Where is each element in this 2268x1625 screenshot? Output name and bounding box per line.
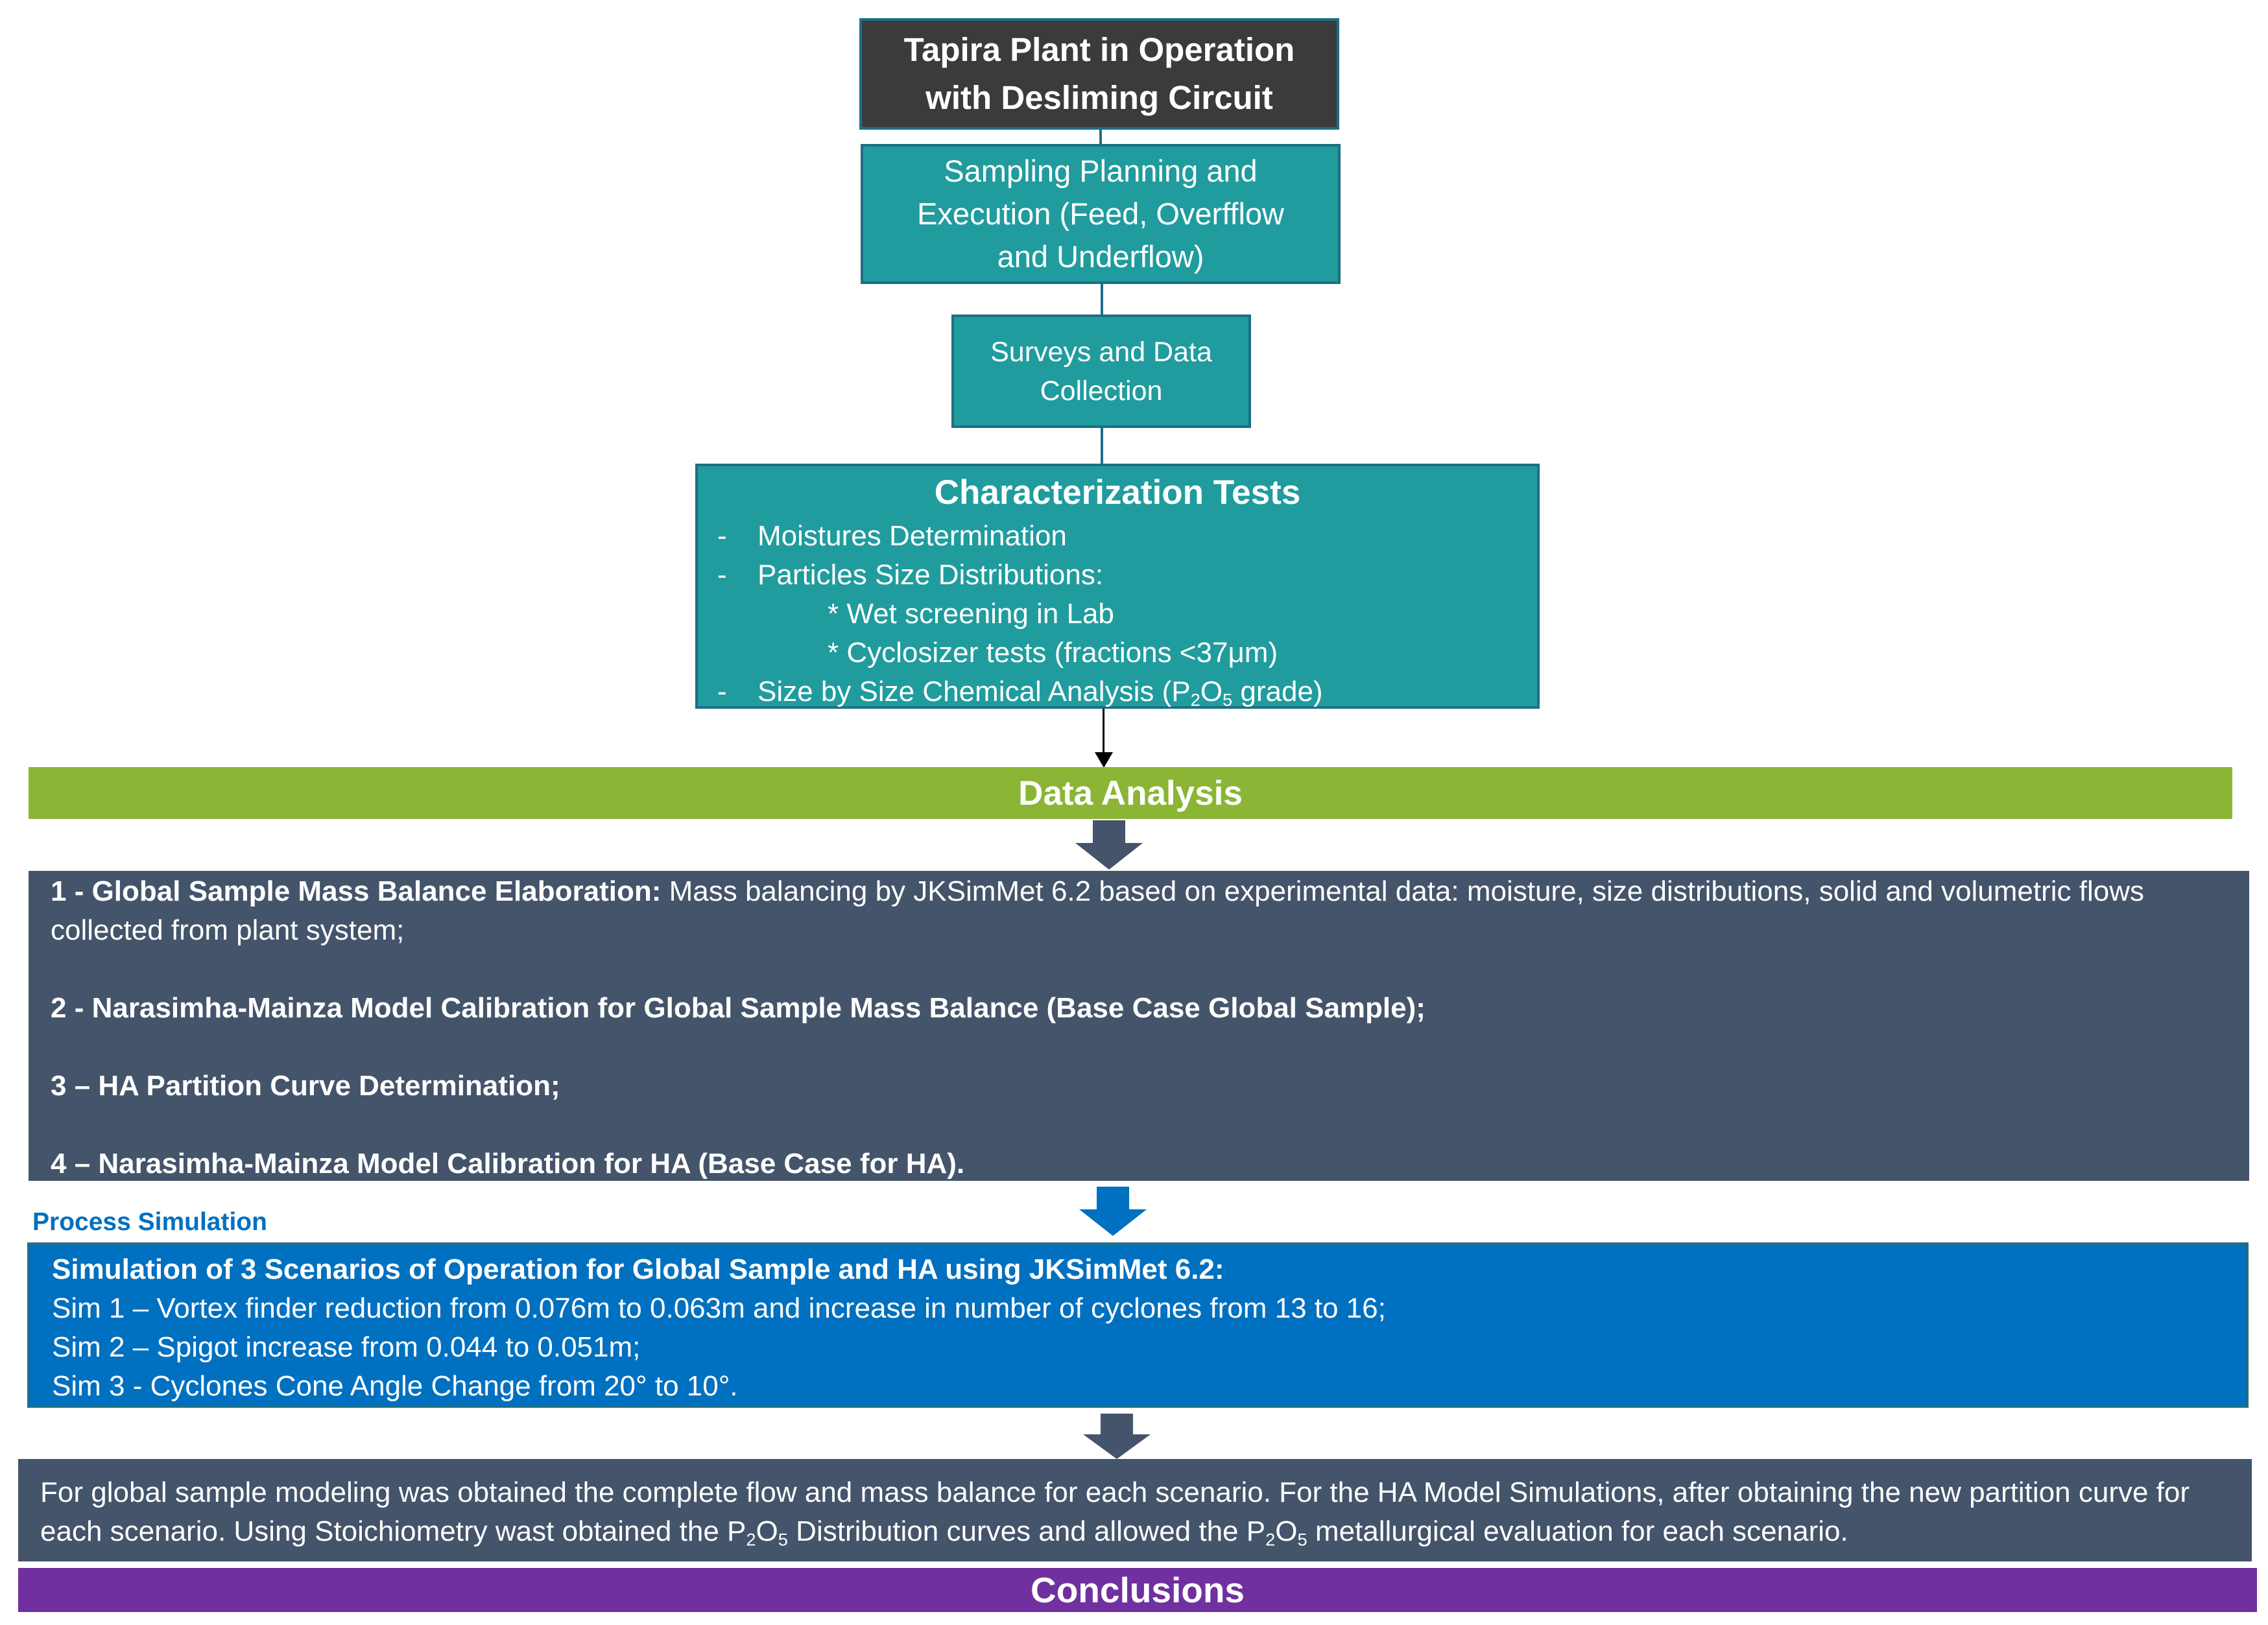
header-line-2: with Desliming Circuit: [925, 79, 1273, 116]
connector-surveys-characterization: [1101, 428, 1103, 464]
connector-sampling-surveys: [1101, 284, 1103, 314]
arrow-shaft: [1103, 709, 1104, 761]
analysis-step-3: 3 – HA Partition Curve Determination;: [51, 1070, 560, 1102]
data-analysis-bar: Data Analysis: [29, 767, 2232, 819]
characterization-title: Characterization Tests: [934, 473, 1301, 512]
sampling-line-1: Sampling Planning and: [944, 154, 1258, 188]
surveys-line-1: Surveys and Data: [990, 336, 1212, 368]
simulation-sim-3: Sim 3 - Cyclones Cone Angle Change from …: [52, 1370, 738, 1402]
analysis-step-1: 1 - Global Sample Mass Balance Elaborati…: [51, 875, 2145, 946]
down-arrow-icon: [1083, 1414, 1151, 1459]
characterization-box: Characterization Tests - Moistures Deter…: [695, 464, 1540, 709]
bullet-dash: -: [717, 676, 727, 707]
header-line-1: Tapira Plant in Operation: [903, 31, 1295, 68]
conclusions-bar: Conclusions: [18, 1568, 2257, 1612]
down-arrow-icon: [1075, 820, 1143, 870]
results-text: For global sample modeling was obtained …: [40, 1477, 2190, 1550]
connector-header-sampling: [1099, 130, 1102, 144]
bullet-dash: -: [717, 520, 727, 552]
simulation-title: Simulation of 3 Scenarios of Operation f…: [52, 1253, 1224, 1285]
sampling-box: Sampling Planning and Execution (Feed, O…: [861, 144, 1341, 284]
results-box: For global sample modeling was obtained …: [18, 1459, 2252, 1561]
characterization-sub-cyclosizer: * Cyclosizer tests (fractions <37μm): [828, 634, 1278, 672]
surveys-box: Surveys and Data Collection: [951, 314, 1251, 428]
surveys-line-2: Collection: [1040, 375, 1163, 407]
characterization-sub-wet: * Wet screening in Lab: [828, 595, 1114, 634]
item-text: Particles Size Distributions:: [758, 559, 1104, 591]
item-text: Moistures Determination: [758, 520, 1067, 552]
simulation-sim-2: Sim 2 – Spigot increase from 0.044 to 0.…: [52, 1331, 641, 1363]
analysis-steps-box: 1 - Global Sample Mass Balance Elaborati…: [29, 871, 2249, 1181]
sampling-line-3: and Underflow): [997, 239, 1204, 274]
header-box: Tapira Plant in Operation with Desliming…: [859, 18, 1339, 130]
down-arrow-icon: [1079, 1187, 1147, 1236]
bullet-dash: -: [717, 559, 727, 591]
analysis-step-2: 2 - Narasimha-Mainza Model Calibration f…: [51, 992, 1426, 1024]
item-text: Size by Size Chemical Analysis (P2O5 gra…: [758, 676, 1323, 710]
analysis-step-4: 4 – Narasimha-Mainza Model Calibration f…: [51, 1148, 965, 1180]
simulation-sim-1: Sim 1 – Vortex finder reduction from 0.0…: [52, 1292, 1386, 1324]
simulation-box: Simulation of 3 Scenarios of Operation f…: [27, 1242, 2249, 1408]
arrow-head: [1095, 752, 1113, 768]
process-simulation-label: Process Simulation: [32, 1208, 267, 1236]
sub-text: * Wet screening in Lab: [828, 598, 1114, 630]
sub-text: * Cyclosizer tests (fractions <37μm): [828, 637, 1278, 669]
sampling-line-2: Execution (Feed, Overfflow: [917, 196, 1284, 231]
